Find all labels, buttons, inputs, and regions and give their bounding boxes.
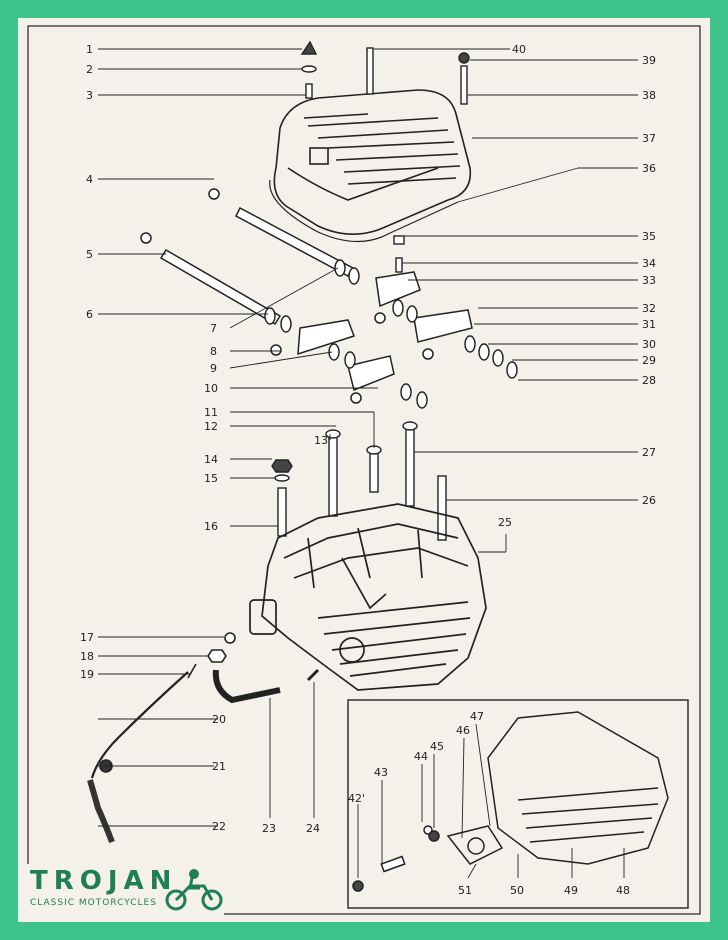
label-6: 6: [86, 308, 93, 321]
diagram-border: [27, 25, 701, 915]
label-49: 49: [564, 884, 578, 897]
label-23: 23: [262, 822, 276, 835]
head-bolts: [271, 421, 447, 541]
label-51: 51: [458, 884, 472, 897]
label-26: 26: [642, 494, 656, 507]
label-17: 17: [80, 631, 94, 644]
label-18: 18: [80, 650, 94, 663]
label-46: 46: [456, 724, 470, 737]
label-35: 35: [642, 230, 656, 243]
leader-lines: [98, 48, 638, 879]
label-2: 2: [86, 63, 93, 76]
label-21: 21: [212, 760, 226, 773]
label-8: 8: [210, 345, 217, 358]
label-7: 7: [210, 322, 217, 335]
label-45: 45: [430, 740, 444, 753]
logo-title: TROJAN: [30, 866, 178, 896]
top-right-studs: [366, 47, 470, 105]
top-fasteners: [300, 40, 318, 99]
label-27: 27: [642, 446, 656, 459]
label-9: 9: [210, 362, 217, 375]
rocker-spindles: [140, 188, 355, 326]
label-42: 42': [348, 792, 365, 805]
motorcycle-icon: [165, 869, 223, 911]
label-1: 1: [86, 43, 93, 56]
label-48: 48: [616, 884, 630, 897]
label-29: 29: [642, 354, 656, 367]
label-47: 47: [470, 710, 484, 723]
label-14: 14: [204, 453, 218, 466]
inset-labels: 42' 43 44 45 46 47 48 49 50 51: [348, 710, 630, 897]
cylinder-head: [249, 503, 487, 691]
left-labels: 1 2 3 4 5 6 7 8 9 10 11 12 13 14 15 16 1…: [80, 43, 328, 833]
label-12: 12: [204, 420, 218, 433]
right-labels: 40 39 38 37 36 35 34 33 32 31 30 29 28 2…: [498, 43, 656, 529]
logo-subtitle: CLASSIC MOTORCYCLES: [30, 898, 157, 908]
label-11: 11: [204, 406, 218, 419]
label-39: 39: [642, 54, 656, 67]
label-30: 30: [642, 338, 656, 351]
inset-panel: [347, 699, 689, 909]
label-19: 19: [80, 668, 94, 681]
oil-pipe: [87, 632, 320, 844]
label-43: 43: [374, 766, 388, 779]
label-31: 31: [642, 318, 656, 331]
label-3: 3: [86, 89, 93, 102]
exploded-diagram: 1 2 3 4 5 6 7 8 9 10 11 12 13 14 15 16 1…: [27, 25, 701, 915]
trojan-logo: TROJAN CLASSIC MOTORCYCLES: [24, 864, 224, 916]
label-28: 28: [642, 374, 656, 387]
washers: [264, 235, 518, 409]
label-13: 13: [314, 434, 328, 447]
label-34: 34: [642, 257, 656, 270]
label-32: 32: [642, 302, 656, 315]
diagram-frame: 1 2 3 4 5 6 7 8 9 10 11 12 13 14 15 16 1…: [18, 18, 710, 922]
cover-gasket: [269, 179, 459, 243]
label-4: 4: [86, 173, 93, 186]
label-16: 16: [204, 520, 218, 533]
rocker-arms: [270, 271, 473, 404]
label-20: 20: [212, 713, 226, 726]
label-5: 5: [86, 248, 93, 261]
label-50: 50: [510, 884, 524, 897]
label-33: 33: [642, 274, 656, 287]
label-44: 44: [414, 750, 428, 763]
label-15: 15: [204, 472, 218, 485]
label-24: 24: [306, 822, 320, 835]
label-38: 38: [642, 89, 656, 102]
label-36: 36: [642, 162, 656, 175]
rocker-cover: [273, 89, 472, 235]
bottom-labels: 23 24: [262, 822, 320, 835]
label-40: 40: [512, 43, 526, 56]
label-10: 10: [204, 382, 218, 395]
label-25: 25: [498, 516, 512, 529]
label-37: 37: [642, 132, 656, 145]
label-22: 22: [212, 820, 226, 833]
